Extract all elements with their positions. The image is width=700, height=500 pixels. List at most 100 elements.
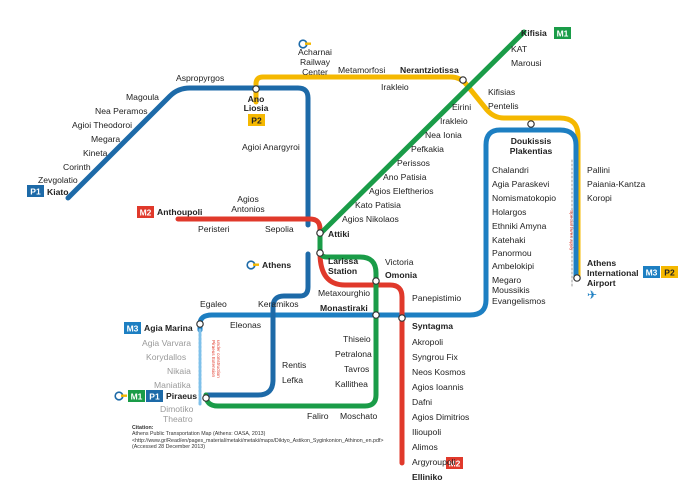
station-megaro[interactable]: Megaro [492, 275, 521, 285]
station-korydallos[interactable]: Korydallos [146, 352, 186, 362]
station-kat[interactable]: KAT [511, 44, 528, 54]
station-athens-larissa[interactable]: Athens [262, 260, 291, 270]
station-neos-kosmos[interactable]: Neos Kosmos [412, 367, 466, 377]
station-ano-liosia[interactable]: Ano [248, 94, 265, 104]
station-metaxourghio[interactable]: Metaxourghio [318, 288, 370, 298]
station-dot-larissa[interactable] [316, 249, 324, 257]
station-marousi[interactable]: Marousi [511, 58, 542, 68]
station-elliniko[interactable]: Elliniko [412, 472, 443, 482]
station-omonia[interactable]: Omonia [385, 270, 417, 280]
station-pefkakia[interactable]: Pefkakia [411, 144, 444, 154]
station-eleonas[interactable]: Eleonas [230, 320, 261, 330]
station-keramikos[interactable]: Keramikos [258, 299, 299, 309]
station-dimotiko-theatro[interactable]: Dimotiko [160, 404, 194, 414]
station-kifisias[interactable]: Kifisias [488, 87, 515, 97]
station-agia-marina[interactable]: Agia Marina [144, 323, 193, 333]
station-neratziotissa[interactable]: Nerantziotissa [400, 65, 459, 75]
station-ano-patisia[interactable]: Ano Patisia [383, 172, 427, 182]
station-katehaki[interactable]: Katehaki [492, 235, 526, 245]
station-dot-doukissis[interactable] [527, 120, 535, 128]
station-nomismatokopio[interactable]: Nomismatokopio [492, 193, 556, 203]
station-dot-airport[interactable] [573, 274, 581, 282]
line-suburban-blue-south [203, 251, 311, 398]
station-agios-antonios[interactable]: Agios [237, 194, 259, 204]
station-paiania[interactable]: Paiania-Kantza [587, 179, 646, 189]
station-ethniki-amyna[interactable]: Ethniki Amyna [492, 221, 547, 231]
ose-logo-icon [298, 39, 311, 49]
station-anthoupoli[interactable]: Anthoupoli [157, 207, 202, 217]
station-piraeus[interactable]: Piraeus [166, 391, 197, 401]
station-metamorfosi[interactable]: Metamorfosi [338, 65, 385, 75]
station-kallithea[interactable]: Kallithea [335, 379, 368, 389]
station-megara[interactable]: Megara [91, 134, 120, 144]
station-nikaia[interactable]: Nikaia [167, 366, 191, 376]
station-moschato[interactable]: Moschato [340, 411, 377, 421]
station-corinth[interactable]: Corinth [63, 162, 91, 172]
station-sepolia[interactable]: Sepolia [265, 224, 294, 234]
station-thiseio[interactable]: Thiseio [343, 334, 371, 344]
station-koropi[interactable]: Koropi [587, 193, 612, 203]
station-kato-patisia[interactable]: Kato Patisia [355, 200, 401, 210]
station-rentis[interactable]: Rentis [282, 360, 306, 370]
station-victoria[interactable]: Victoria [385, 257, 414, 267]
station-acharnai[interactable]: Acharnai [298, 47, 332, 57]
station-argyroupoli[interactable]: Argyroupoli [412, 457, 456, 467]
station-kiato[interactable]: Kiato [47, 187, 68, 197]
station-syntagma[interactable]: Syntagma [412, 321, 453, 331]
station-panepistimio[interactable]: Panepistimio [412, 293, 461, 303]
station-panormou[interactable]: Panormou [492, 248, 532, 258]
station-agioi-anargyroi[interactable]: Agioi Anargyroi [242, 142, 300, 152]
station-pallini[interactable]: Pallini [587, 165, 610, 175]
station-agios-dimitrios[interactable]: Agios Dimitrios [412, 412, 469, 422]
station-airport[interactable]: Athens [587, 258, 616, 268]
station-irakleio-yellow[interactable]: Irakleio [381, 82, 409, 92]
station-agioi-theodoroi[interactable]: Agioi Theodoroi [72, 120, 132, 130]
station-ambelokipi[interactable]: Ambelokipi [492, 261, 534, 271]
station-dot-attiki[interactable] [316, 229, 324, 237]
station-monastiraki[interactable]: Monastiraki [320, 303, 368, 313]
station-nea-peramos[interactable]: Nea Peramos [95, 106, 148, 116]
station-maniatika[interactable]: Maniatika [154, 380, 191, 390]
station-irakleio-green[interactable]: Irakleio [440, 116, 468, 126]
station-egaleo[interactable]: Egaleo [200, 299, 227, 309]
station-kifisia[interactable]: Kifisia [521, 28, 547, 38]
station-larissa[interactable]: Larissa [328, 256, 358, 266]
station-syngrou-fix[interactable]: Syngrou Fix [412, 352, 459, 362]
station-perissos[interactable]: Perissos [397, 158, 430, 168]
station-evangelismos[interactable]: Evangelismos [492, 296, 546, 306]
station-lefka[interactable]: Lefka [282, 375, 303, 385]
svg-text:P1: P1 [149, 392, 160, 402]
station-magoula[interactable]: Magoula [126, 92, 159, 102]
station-dot-syntagma[interactable] [398, 314, 406, 322]
station-alimos[interactable]: Alimos [412, 442, 438, 452]
station-akropoli[interactable]: Akropoli [412, 337, 443, 347]
station-pentelis[interactable]: Pentelis [488, 101, 519, 111]
station-holargos[interactable]: Holargos [492, 207, 526, 217]
station-dot-monastiraki[interactable] [372, 311, 380, 319]
station-agia-varvara[interactable]: Agia Varvara [142, 338, 191, 348]
station-tavros[interactable]: Tavros [344, 364, 369, 374]
station-dot-omonia[interactable] [372, 277, 380, 285]
station-dot-piraeus[interactable] [202, 394, 210, 402]
station-ano-liosia-line2: Liosia [244, 103, 269, 113]
station-faliro[interactable]: Faliro [307, 411, 329, 421]
station-agios-eleftherios[interactable]: Agios Eleftherios [369, 186, 434, 196]
station-aspropyrgos[interactable]: Aspropyrgos [176, 73, 224, 83]
station-eirini[interactable]: Eirini [452, 102, 471, 112]
station-agios-ioannis[interactable]: Agios Ioannis [412, 382, 464, 392]
station-peristeri[interactable]: Peristeri [198, 224, 230, 234]
station-petralona[interactable]: Petralona [335, 349, 372, 359]
station-zevgolatio[interactable]: Zevgolatio [38, 175, 78, 185]
station-agios-nikolaos[interactable]: Agios Nikolaos [342, 214, 399, 224]
station-dot-ano-liosia[interactable] [252, 85, 260, 93]
station-attiki[interactable]: Attiki [328, 229, 349, 239]
station-nea-ionia[interactable]: Nea Ionia [425, 130, 462, 140]
station-kineta[interactable]: Kineta [83, 148, 108, 158]
station-chalandri[interactable]: Chalandri [492, 165, 529, 175]
station-doukissis[interactable]: Doukissis [511, 136, 552, 146]
station-agia-paraskevi[interactable]: Agia Paraskevi [492, 179, 549, 189]
station-dot-agia-marina[interactable] [196, 320, 204, 328]
station-dafni[interactable]: Dafni [412, 397, 432, 407]
station-dot-neratziotissa[interactable] [459, 76, 467, 84]
station-ilioupoli[interactable]: Ilioupoli [412, 427, 441, 437]
